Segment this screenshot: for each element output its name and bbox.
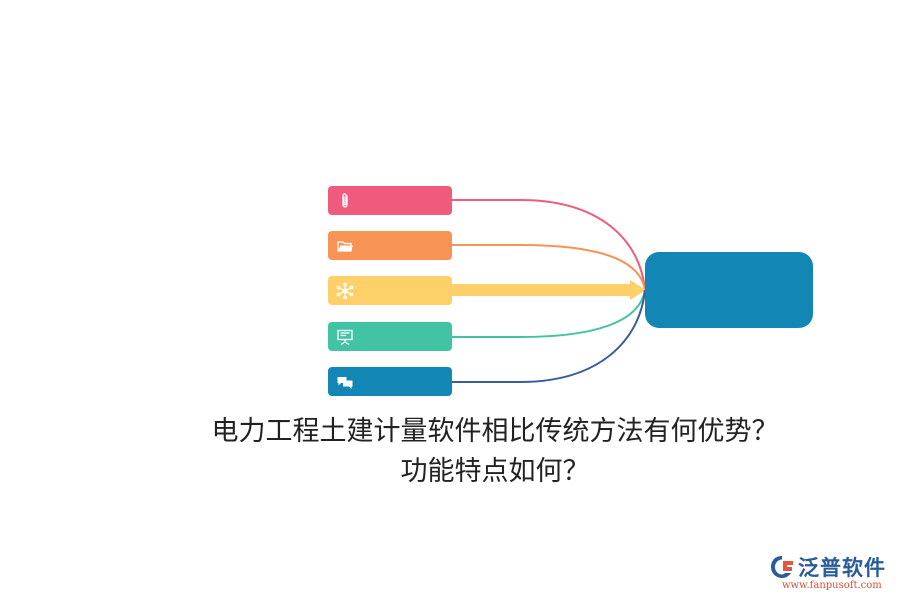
branch-node-4[interactable] (328, 322, 452, 351)
connector-1 (452, 199, 646, 291)
center-node[interactable] (645, 252, 813, 328)
watermark-url: www.fanpusoft.com (782, 580, 882, 591)
fanpu-logo-icon (771, 556, 793, 578)
paperclip-icon (336, 192, 354, 210)
branch-node-5[interactable] (328, 367, 452, 396)
folder-icon (336, 237, 354, 255)
page-title: 电力工程土建计量软件相比传统方法有何优势？ 功能特点如何？ (100, 412, 890, 492)
chat-icon (336, 373, 354, 391)
connector-5 (452, 289, 646, 383)
network-icon (336, 282, 354, 300)
branch-node-2[interactable] (328, 231, 452, 260)
branch-node-1[interactable] (328, 186, 452, 215)
presentation-icon (336, 328, 354, 346)
connector-2 (452, 244, 646, 291)
watermark: 泛普软件 www.fanpusoft.com (762, 552, 892, 594)
branch-node-3[interactable] (328, 276, 452, 305)
connector-3-arrowhead (630, 280, 646, 300)
watermark-name: 泛普软件 (798, 556, 886, 580)
title-line-2: 功能特点如何？ (400, 456, 590, 487)
connector-4 (452, 289, 646, 338)
title-line-1: 电力工程土建计量软件相比传统方法有何优势？ (211, 416, 779, 447)
